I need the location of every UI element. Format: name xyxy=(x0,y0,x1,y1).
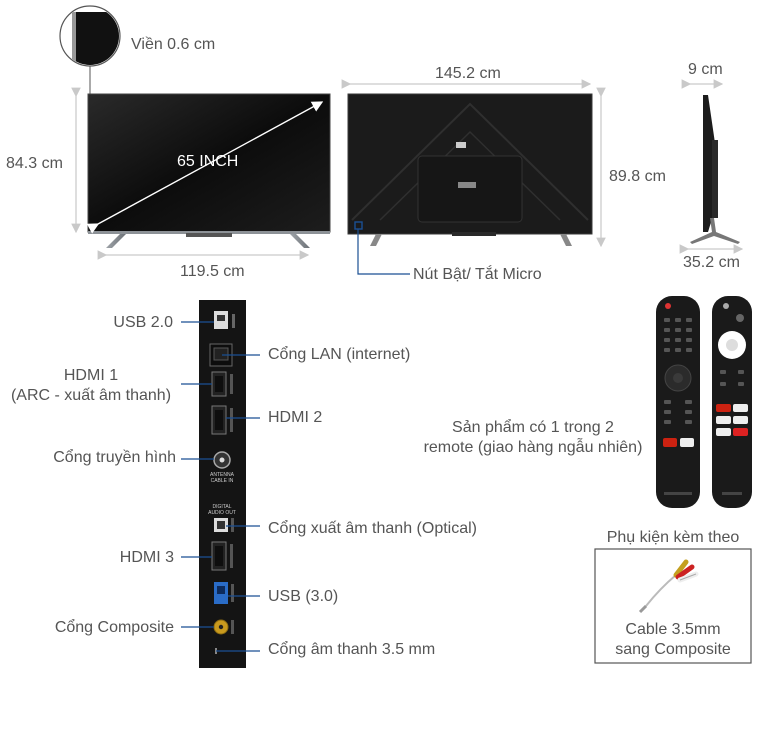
stand-depth-label: 35.2 cm xyxy=(683,254,740,271)
hdmi1-title: HDMI 1 xyxy=(63,367,119,384)
panel-antenna-text: ANTENNA xyxy=(210,472,235,478)
side-depth-label: 9 cm xyxy=(688,61,723,78)
screen-size-label: 65 INCH xyxy=(177,153,239,170)
composite-label: Cổng Composite xyxy=(54,619,174,636)
usb2-label: USB 2.0 xyxy=(113,314,173,331)
connector-lines xyxy=(181,321,260,652)
antenna-label: Cổng truyền hình xyxy=(53,449,176,466)
front-height-label: 84.3 cm xyxy=(6,155,63,172)
hdmi1-label: HDMI 1 (ARC - xuất âm thanh) xyxy=(0,366,182,406)
mic-button-label: Nút Bật/ Tắt Micro xyxy=(413,266,542,283)
lan-port xyxy=(209,343,233,367)
remote-a xyxy=(656,296,700,508)
panel-audio-out-text: AUDIO OUT xyxy=(208,510,236,516)
hdmi1-subtitle: (ARC - xuất âm thanh) xyxy=(10,387,172,404)
bezel-zoom-circle xyxy=(59,5,121,94)
optical-port xyxy=(214,518,234,532)
accessory-caption-line2: sang Composite xyxy=(615,641,731,658)
accessory-caption-line1: Cable 3.5mm xyxy=(625,621,721,638)
lan-label: Cổng LAN (internet) xyxy=(268,346,411,363)
antenna-port xyxy=(213,451,231,469)
remote-note-line1: Sản phẩm có 1 trong 2 xyxy=(452,419,614,436)
back-tv xyxy=(341,79,606,275)
composite-cable-image xyxy=(638,559,699,614)
usb3-port xyxy=(214,582,234,604)
remote-b xyxy=(712,296,752,508)
hdmi2-port xyxy=(211,405,233,435)
hdmi3-label: HDMI 3 xyxy=(119,549,174,566)
bezel-label: Viền 0.6 cm xyxy=(131,36,216,53)
panel-cable-text: CABLE IN xyxy=(211,478,234,484)
usb3-label: USB (3.0) xyxy=(268,588,339,605)
front-width-label: 119.5 cm xyxy=(180,263,245,280)
front-tv xyxy=(59,5,331,260)
composite-port xyxy=(213,619,234,635)
port-panel: ANTENNA CABLE IN DIGITAL AUDIO OUT xyxy=(199,300,246,668)
hdmi2-label: HDMI 2 xyxy=(268,409,323,426)
accessory-box xyxy=(594,548,752,664)
accessory-title: Phụ kiện kèm theo xyxy=(606,529,740,546)
back-width-label: 145.2 cm xyxy=(435,65,501,82)
diagonal-arrow xyxy=(86,101,324,234)
remote-note: Sản phẩm có 1 trong 2 remote (giao hàng … xyxy=(414,418,652,458)
optical-label: Cổng xuất âm thanh (Optical) xyxy=(268,520,477,537)
hdmi3-port xyxy=(211,541,233,571)
side-tv xyxy=(679,79,744,254)
accessory-caption: Cable 3.5mm sang Composite xyxy=(595,620,751,660)
remote-note-line2: remote (giao hàng ngẫu nhiên) xyxy=(423,439,643,456)
panel-digital-text: DIGITAL xyxy=(212,504,231,510)
usb2-port xyxy=(214,311,235,329)
audio35-label: Cổng âm thanh 3.5 mm xyxy=(268,641,436,658)
back-height-label: 89.8 cm xyxy=(609,168,666,185)
